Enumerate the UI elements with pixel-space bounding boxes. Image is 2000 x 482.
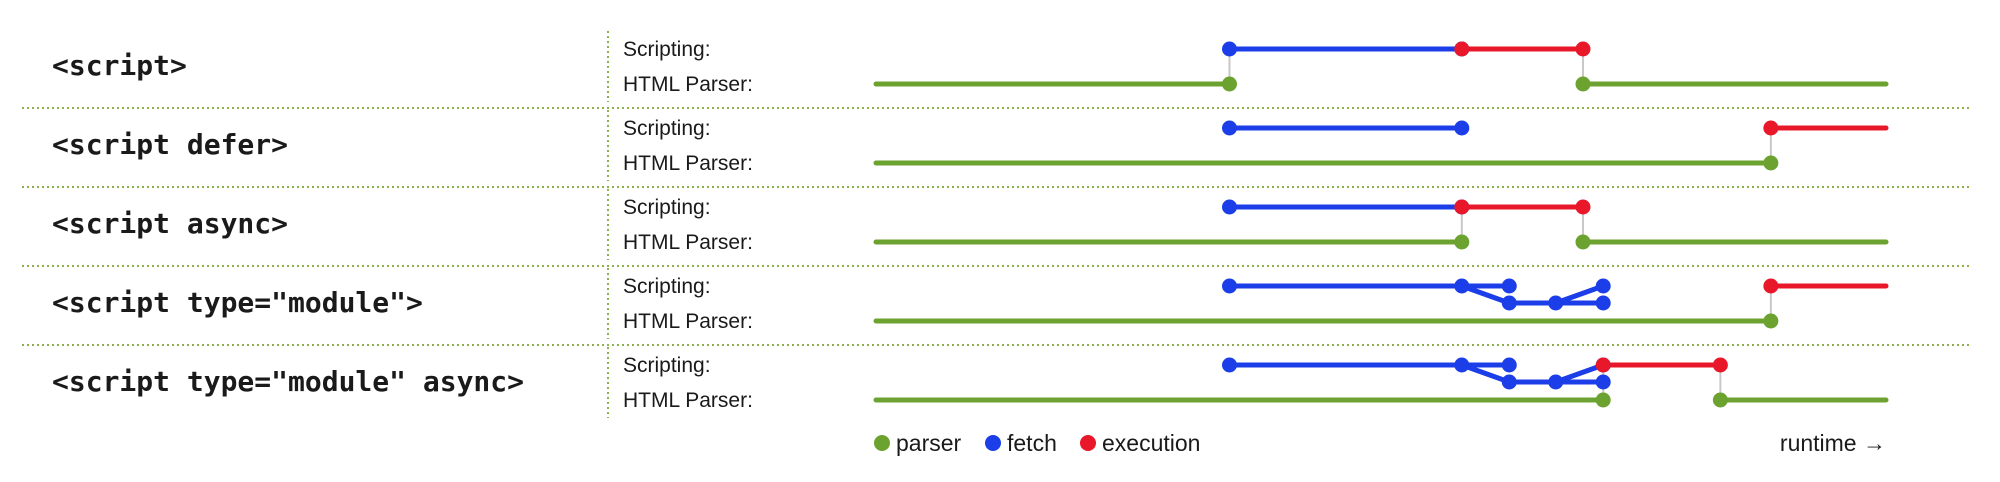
parser-lane-label: HTML Parser:: [623, 389, 753, 412]
scripting-lane-label: Scripting:: [623, 117, 711, 140]
legend-parser-label: parser: [896, 430, 962, 456]
scripting-lane-label: Scripting:: [623, 196, 711, 219]
parser-lane-label: HTML Parser:: [623, 231, 753, 254]
legend-parser-dot: [874, 435, 890, 451]
fetch-dot: [1454, 120, 1470, 136]
row-1: <script defer> Scripting: HTML Parser:: [52, 110, 1889, 181]
execution-dot: [1595, 357, 1611, 373]
row-tag-label: <script type="module">: [52, 286, 423, 319]
fetch-dot: [1501, 374, 1517, 390]
row-tag-label: <script async>: [52, 207, 288, 240]
parser-lane-label: HTML Parser:: [623, 310, 753, 333]
fetch-dot: [1454, 357, 1470, 373]
parser-dot: [1763, 155, 1779, 171]
fetch-dot: [1595, 295, 1611, 311]
legend-execution-dot: [1080, 435, 1096, 451]
fetch-dot: [1222, 278, 1237, 294]
parser-lane-label: HTML Parser:: [623, 152, 753, 175]
row-3: <script type="module"> Scripting: HTML Par…: [52, 268, 1889, 339]
legend-fetch-dot: [985, 435, 1001, 451]
execution-dot: [1712, 357, 1728, 373]
diagram-rows: <script>Scripting:HTML Parser:<script de…: [22, 31, 1970, 418]
fetch-segment: [1459, 362, 1512, 385]
fetch-dot: [1501, 278, 1517, 294]
fetch-dot: [1595, 278, 1611, 294]
legend-execution-label: execution: [1102, 430, 1200, 456]
legend-runtime-label: runtime →: [1780, 430, 1886, 456]
execution-dot: [1763, 120, 1779, 136]
row-2: <script async> Scripting: HTML Parser:: [52, 189, 1889, 260]
fetch-dot: [1501, 295, 1517, 311]
fetch-dot: [1222, 120, 1237, 136]
parser-dot: [1595, 392, 1611, 408]
fetch-dot: [1454, 278, 1470, 294]
fetch-dot: [1222, 199, 1237, 215]
scripting-lane-label: Scripting:: [623, 354, 711, 377]
execution-dot: [1575, 41, 1591, 57]
fetch-dot: [1222, 357, 1237, 373]
parser-dot: [1222, 76, 1237, 92]
scripting-lane-label: Scripting:: [623, 275, 711, 298]
fetch-dot: [1548, 374, 1564, 390]
parser-dot: [1712, 392, 1728, 408]
fetch-dot: [1595, 374, 1611, 390]
fetch-dot: [1222, 41, 1237, 57]
scripting-lane-label: Scripting:: [623, 38, 711, 61]
row-tag-label: <script>: [52, 49, 187, 82]
parser-dot: [1454, 234, 1470, 250]
legend: parser fetch execution runtime →: [874, 430, 1886, 456]
fetch-segment: [1553, 362, 1606, 385]
parser-dot: [1575, 234, 1591, 250]
execution-dot: [1575, 199, 1591, 215]
execution-dot: [1454, 41, 1470, 57]
fetch-segment: [1553, 283, 1606, 306]
fetch-dot: [1548, 295, 1564, 311]
fetch-dot: [1501, 357, 1517, 373]
fetch-segment: [1459, 283, 1512, 306]
execution-dot: [1763, 278, 1779, 294]
row-0: <script> Scripting: HTML Parser:: [52, 31, 1889, 102]
row-4: <script type="module" async> Scripting: HT…: [52, 347, 1889, 418]
legend-fetch-label: fetch: [1007, 430, 1057, 456]
row-tag-label: <script defer>: [52, 128, 288, 161]
row-tag-label: <script type="module" async>: [52, 365, 524, 398]
parser-dot: [1575, 76, 1591, 92]
execution-dot: [1454, 199, 1470, 215]
parser-lane-label: HTML Parser:: [623, 73, 753, 96]
parser-dot: [1763, 313, 1779, 329]
